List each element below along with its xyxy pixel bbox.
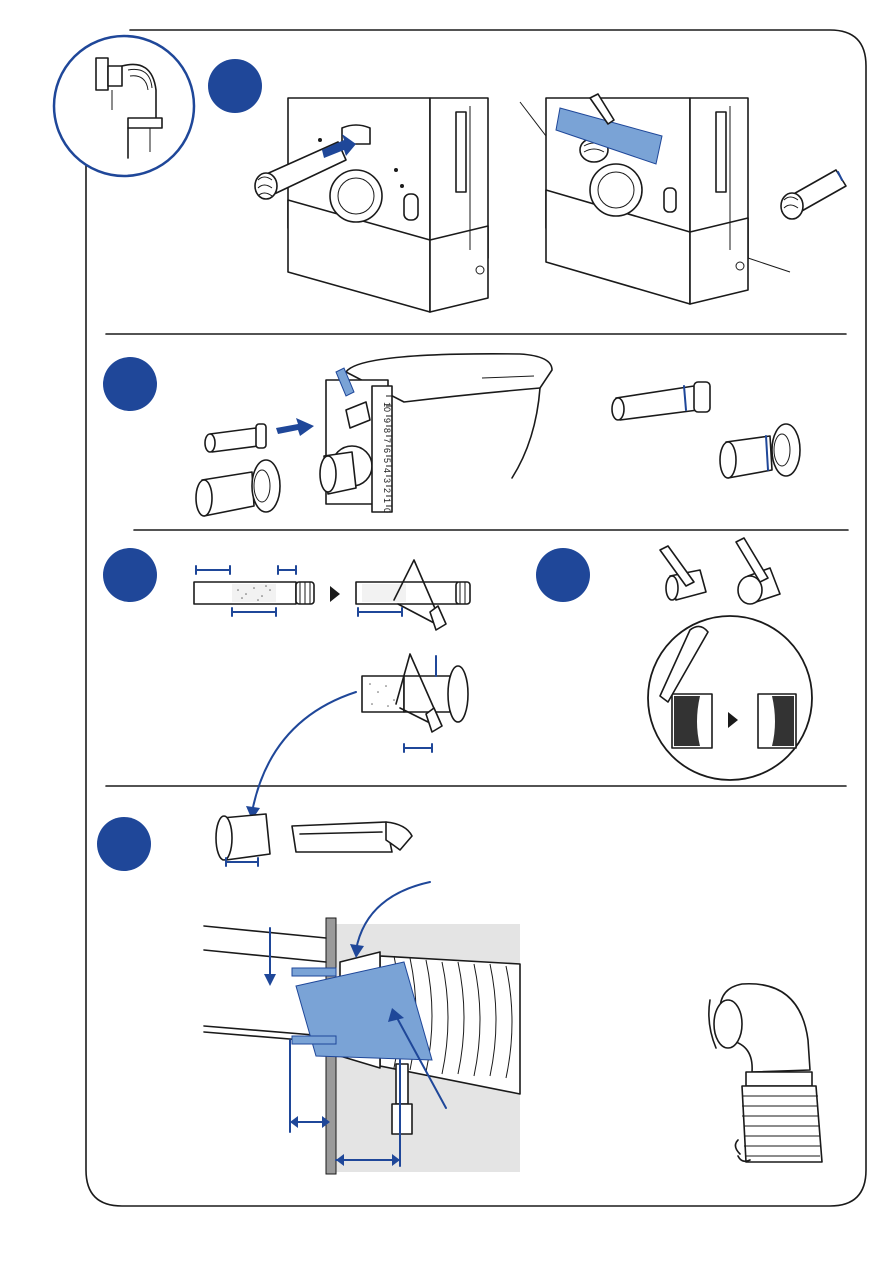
cut-coupling-diagram	[362, 654, 468, 752]
ruler-digit-5: 5	[382, 458, 392, 463]
step-circle-4	[536, 548, 590, 602]
ruler-digit-4: 4	[382, 468, 392, 473]
elbow-with-hose	[709, 984, 822, 1162]
ruler-digit-0: 0	[382, 508, 392, 513]
step-circle-5	[97, 817, 151, 871]
ruler-digit-10: 10	[382, 402, 392, 412]
wall-section	[204, 882, 520, 1174]
coupling-piece	[216, 814, 412, 866]
frame-illustration-2	[520, 94, 846, 304]
ruler-digit-9: 9	[382, 418, 392, 423]
pipes-step-2	[196, 418, 314, 516]
cut-pipe-diagram	[194, 560, 470, 630]
step-circle-2	[103, 357, 157, 411]
ruler-digit-3: 3	[382, 478, 392, 483]
ruler-digit-7: 7	[382, 438, 392, 443]
marked-pipes-step-2	[612, 382, 800, 478]
hacksaw-icon	[292, 822, 392, 852]
ruler-digit-2: 2	[382, 488, 392, 493]
ruler-digit-1: 1	[382, 498, 392, 503]
deburr-illustration	[648, 538, 812, 780]
step-circle-3	[103, 548, 157, 602]
ruler-digit-6: 6	[382, 448, 392, 453]
frame-illustration-1	[255, 98, 488, 312]
curved-arrow-icon	[252, 692, 356, 812]
detail-inset	[54, 36, 194, 176]
step-circle-1	[208, 59, 262, 113]
ruler-digit-8: 8	[382, 428, 392, 433]
toilet-illustration: 0 1 2 3 4 5 6 7 8 9 10	[320, 354, 552, 513]
arrow-icon	[276, 418, 314, 436]
